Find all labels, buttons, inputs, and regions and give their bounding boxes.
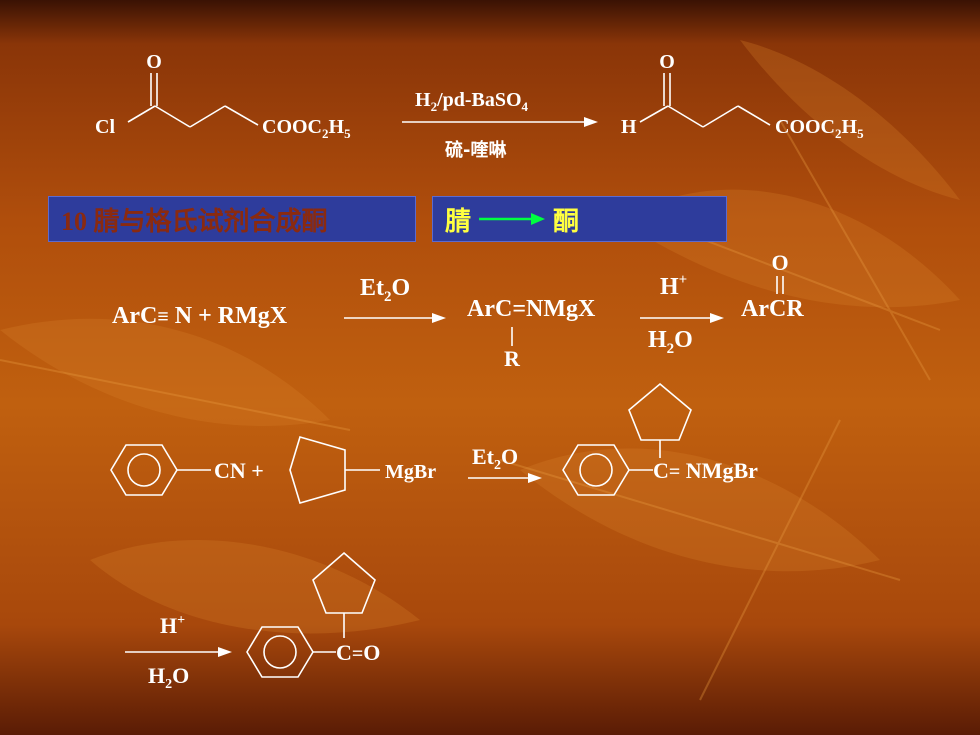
reagent-water: H2O [148, 663, 189, 692]
right-arrow-icon [479, 213, 546, 225]
product-ketone-oxygen: O [771, 250, 788, 275]
reaction-1-acyl-chloride-reduction: O Cl COOC2H5 H2/pd-BaSO4 硫-喹啉 O H COOC2H… [95, 51, 864, 161]
benzene-ring-2 [562, 444, 630, 496]
hint-ketone: 酮 [553, 206, 580, 237]
reaction-2-general-scheme: ArC≡ N + RMgX Et2O ArC=NMgX R H+ H2O O A… [112, 250, 804, 371]
reaction-4-hydrolysis-to-ketone: H+ H2O C=O [125, 551, 380, 692]
cyclopentane-ring-3 [312, 551, 376, 614]
nitrile-plus: CN + [214, 458, 264, 483]
section-hint-box: 腈 酮 [432, 196, 727, 242]
product-ketone: C=O [336, 640, 380, 665]
reagent-ether: Et2O [472, 444, 518, 473]
cyclopentane-ring-2 [628, 382, 692, 441]
magnesium-bromide: MgBr [385, 461, 436, 483]
hint-nitrile: 腈 [445, 206, 472, 237]
reactant-carbonyl-oxygen: O [146, 51, 162, 73]
benzene-ring-1 [110, 444, 178, 496]
reagent-acid: H+ [160, 613, 185, 638]
product-aryl-ketone: ArCR [741, 296, 804, 322]
intermediate-imine-salt: ArC=NMgX [467, 296, 596, 322]
cyclopentane-ring-1 [289, 436, 346, 504]
reactant-chlorine: Cl [95, 116, 115, 138]
reactants-nitrile-grignard: ArC≡ N + RMgX [112, 303, 288, 329]
product-imine-salt: C= NMgBr [653, 458, 758, 483]
reagent-hydrogen-catalyst: H2/pd-BaSO4 [415, 89, 529, 114]
product-carbonyl-oxygen: O [659, 51, 675, 73]
benzene-ring-3 [246, 626, 314, 678]
condition-sulfur-quinoline: 硫-喹啉 [445, 139, 506, 161]
section-title: 10 腈与格氏试剂合成酮 [61, 206, 328, 236]
reagent-ether: Et2O [360, 275, 410, 305]
intermediate-r-group: R [504, 346, 521, 371]
product-ester-group: COOC2H5 [775, 116, 864, 141]
reaction-3-benzonitrile-cyclopentyl-grignard: CN + MgBr Et2O C= NMgBr [110, 382, 758, 504]
reagent-acid: H+ [660, 272, 687, 300]
reagent-water: H2O [648, 327, 693, 357]
product-aldehyde-hydrogen: H [621, 116, 637, 138]
section-title-box: 10 腈与格氏试剂合成酮 [48, 196, 416, 242]
reactant-ester-group: COOC2H5 [262, 116, 351, 141]
